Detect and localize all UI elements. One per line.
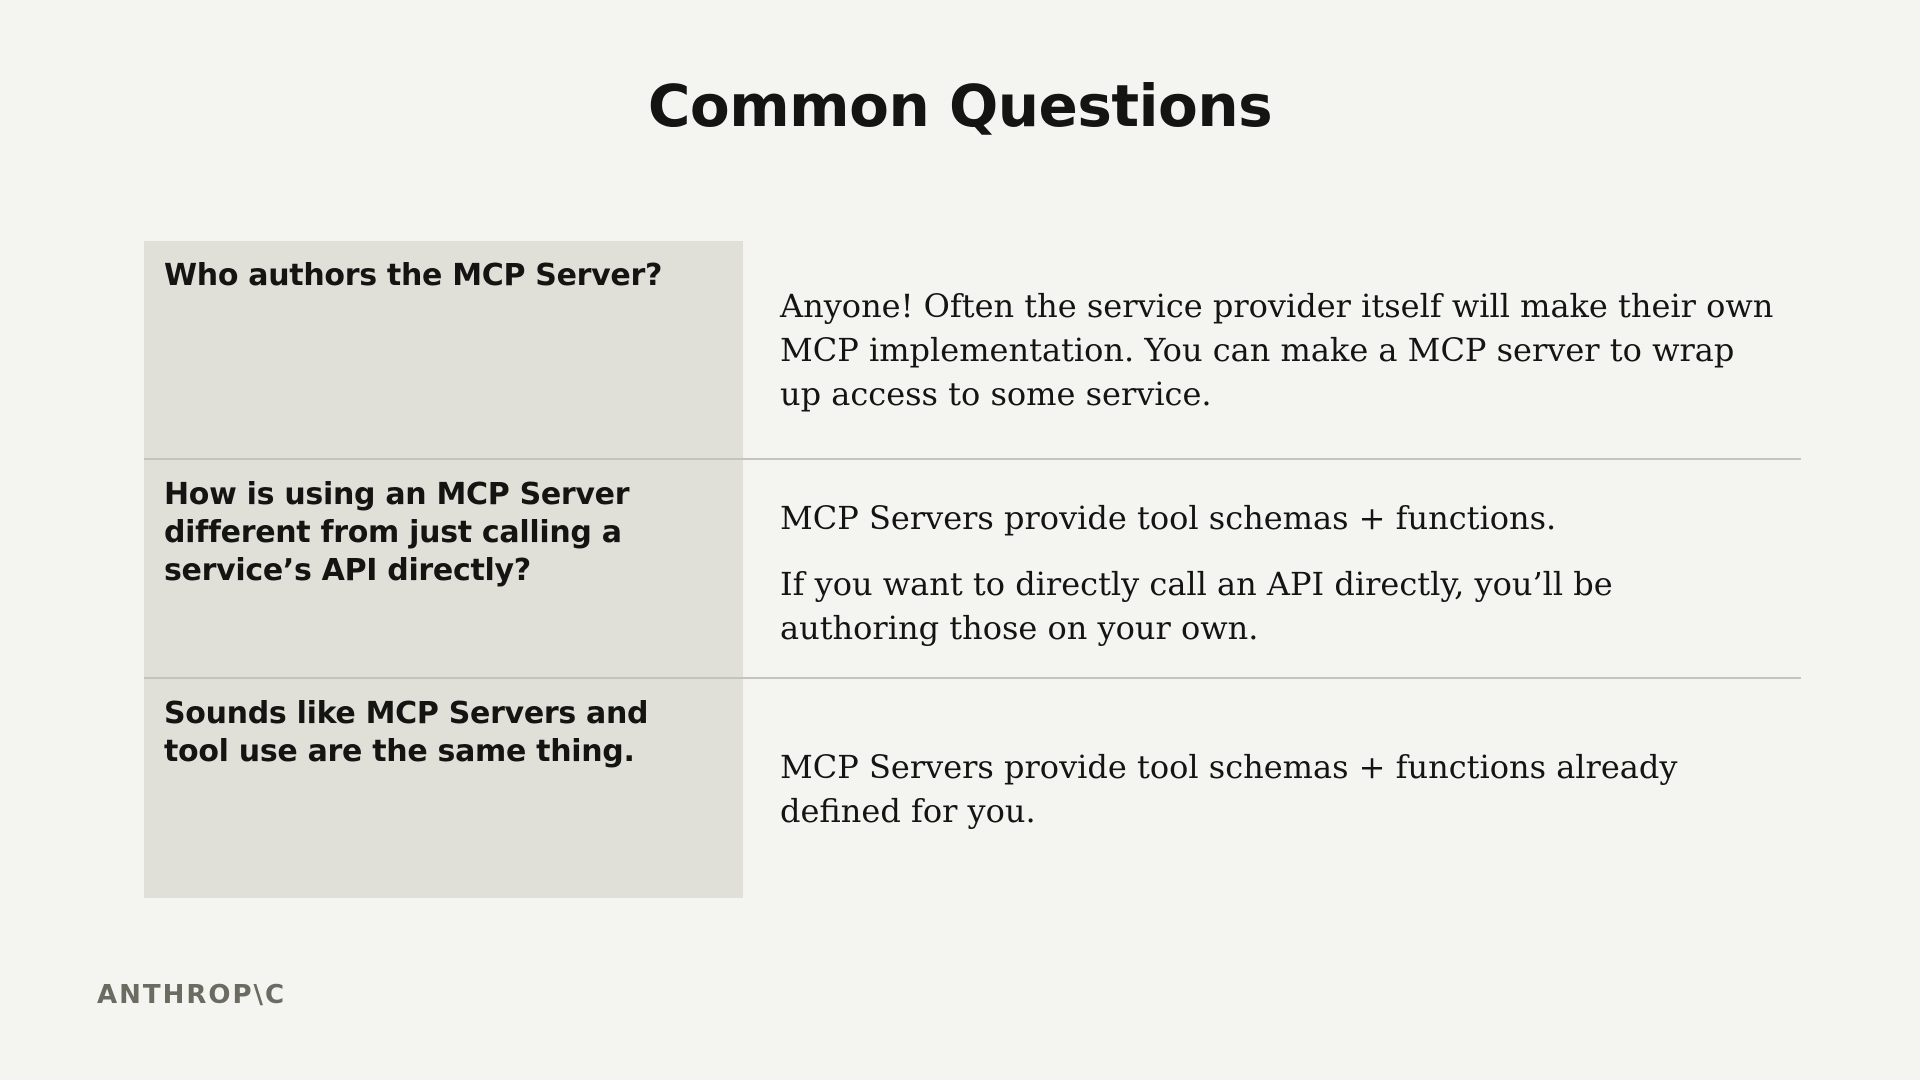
faq-row: Who authors the MCP Server? Anyone! Ofte… xyxy=(144,241,1801,460)
faq-question: Who authors the MCP Server? xyxy=(144,241,743,458)
faq-answer-paragraph: MCP Servers provide tool schemas + funct… xyxy=(780,747,1678,830)
faq-answer-paragraph: MCP Servers provide tool schemas + funct… xyxy=(780,499,1557,537)
faq-question: How is using an MCP Server different fro… xyxy=(144,460,743,677)
faq-row: Sounds like MCP Servers and tool use are… xyxy=(144,679,1801,898)
faq-row: How is using an MCP Server different fro… xyxy=(144,460,1801,679)
anthropic-logo: ANTHROP\C xyxy=(97,980,287,1010)
faq-answer-paragraph: Anyone! Often the service provider itsel… xyxy=(780,286,1774,413)
faq-answer: MCP Servers provide tool schemas + funct… xyxy=(743,460,1801,677)
faq-answer: MCP Servers provide tool schemas + funct… xyxy=(743,679,1801,898)
faq-answer-paragraph: If you want to directly call an API dire… xyxy=(780,565,1613,647)
faq-table: Who authors the MCP Server? Anyone! Ofte… xyxy=(144,241,1801,898)
faq-question: Sounds like MCP Servers and tool use are… xyxy=(144,679,743,898)
faq-answer: Anyone! Often the service provider itsel… xyxy=(743,241,1801,458)
page-title: Common Questions xyxy=(647,72,1273,140)
